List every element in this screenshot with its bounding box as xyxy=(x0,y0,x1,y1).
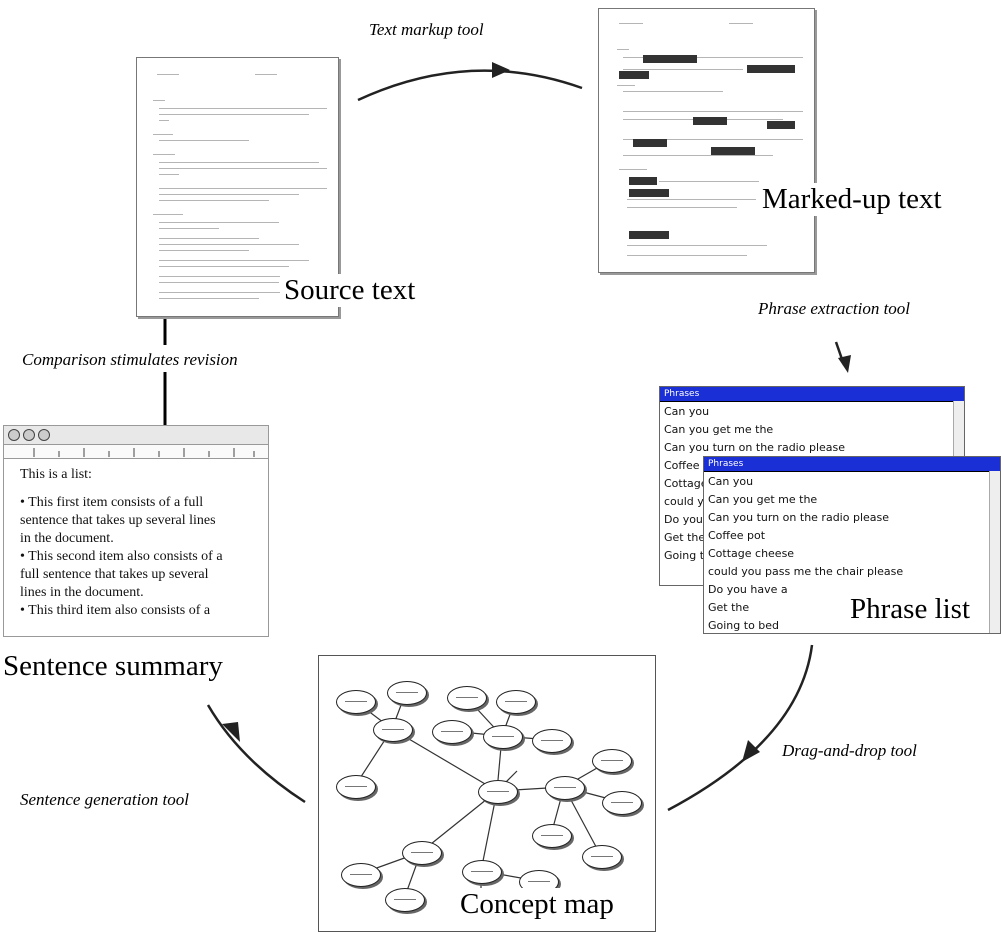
text-line: • This first item consists of a full xyxy=(20,495,204,510)
phrase-window-back-titlebar[interactable]: Phrases xyxy=(660,387,964,402)
concept-node[interactable] xyxy=(341,863,381,887)
concept-node[interactable] xyxy=(447,686,487,710)
concept-node[interactable] xyxy=(582,845,622,869)
concept-node[interactable] xyxy=(592,749,632,773)
phrase-item[interactable]: Get the xyxy=(708,601,750,614)
phrase-item[interactable]: Can you xyxy=(708,475,754,488)
phrase-item[interactable]: Cottage cheese xyxy=(708,547,795,560)
text-line: full sentence that takes up several xyxy=(20,567,209,582)
drag-and-drop-tool-label: Drag-and-drop tool xyxy=(782,741,917,760)
concept-node[interactable] xyxy=(432,720,472,744)
sentence-generation-tool-label: Sentence generation tool xyxy=(20,790,190,809)
concept-node[interactable] xyxy=(602,791,642,815)
ruler[interactable] xyxy=(4,445,268,459)
concept-node[interactable] xyxy=(532,729,572,753)
text-markup-tool-label: Text markup tool xyxy=(369,20,484,39)
concept-node[interactable] xyxy=(336,690,376,714)
source-text-document xyxy=(136,57,339,317)
concept-node[interactable] xyxy=(373,718,413,742)
marked-up-text-label: Marked-up text xyxy=(756,183,948,216)
source-text-label: Source text xyxy=(280,274,420,307)
sentence-summary-window: This is a list: • This first item consis… xyxy=(3,425,269,637)
phrase-item[interactable]: Coffee pot xyxy=(708,529,766,542)
phrase-item[interactable]: Can you get me the xyxy=(664,423,774,436)
phrase-item[interactable]: Cottage xyxy=(664,477,708,490)
phrase-item[interactable]: Do you xyxy=(664,513,703,526)
concept-node[interactable] xyxy=(496,690,536,714)
sentence-summary-text[interactable]: This is a list: • This first item consis… xyxy=(20,466,264,620)
phrase-item[interactable]: Can you turn on the radio please xyxy=(664,441,846,454)
phrase-item[interactable]: Do you have a xyxy=(708,583,788,596)
text-line: This is a list: xyxy=(20,467,92,482)
concept-node[interactable] xyxy=(545,776,585,800)
zoom-button-icon[interactable] xyxy=(38,429,50,441)
phrase-item[interactable]: Get the xyxy=(664,531,706,544)
phrase-item[interactable]: could y xyxy=(664,495,704,508)
phrase-item[interactable]: could you pass me the chair please xyxy=(708,565,904,578)
phrase-extraction-tool-label: Phrase extraction tool xyxy=(758,299,911,318)
marked-up-text-document xyxy=(598,8,815,273)
concept-map[interactable] xyxy=(318,655,656,932)
concept-node[interactable] xyxy=(532,824,572,848)
sentence-summary-label: Sentence summary xyxy=(3,650,223,682)
concept-node[interactable] xyxy=(402,841,442,865)
concept-node[interactable] xyxy=(385,888,425,912)
comparison-revision-label: Comparison stimulates revision xyxy=(20,350,240,370)
text-line: lines in the document. xyxy=(20,585,144,600)
concept-map-label: Concept map xyxy=(442,888,634,921)
text-line: • This second item also consists of a xyxy=(20,549,223,564)
close-button-icon[interactable] xyxy=(8,429,20,441)
text-line xyxy=(20,484,264,494)
phrase-item[interactable]: Can you get me the xyxy=(708,493,818,506)
phrase-list-label: Phrase list xyxy=(846,593,975,626)
minimize-button-icon[interactable] xyxy=(23,429,35,441)
concept-node[interactable] xyxy=(387,681,427,705)
concept-node[interactable] xyxy=(483,725,523,749)
phrase-window-front-scrollbar[interactable] xyxy=(989,471,1000,633)
phrase-item[interactable]: Can you xyxy=(664,405,710,418)
text-line: • This third item also consists of a xyxy=(20,603,211,618)
concept-node[interactable] xyxy=(336,775,376,799)
concept-node[interactable] xyxy=(462,860,502,884)
text-line: in the document. xyxy=(20,531,114,546)
phrase-window-front-titlebar[interactable]: Phrases xyxy=(704,457,1000,472)
phrase-item[interactable]: Going to bed xyxy=(708,619,780,632)
window-titlebar[interactable] xyxy=(4,426,268,445)
text-line: sentence that takes up several lines xyxy=(20,513,216,528)
phrase-item[interactable]: Can you turn on the radio please xyxy=(708,511,890,524)
concept-node[interactable] xyxy=(478,780,518,804)
